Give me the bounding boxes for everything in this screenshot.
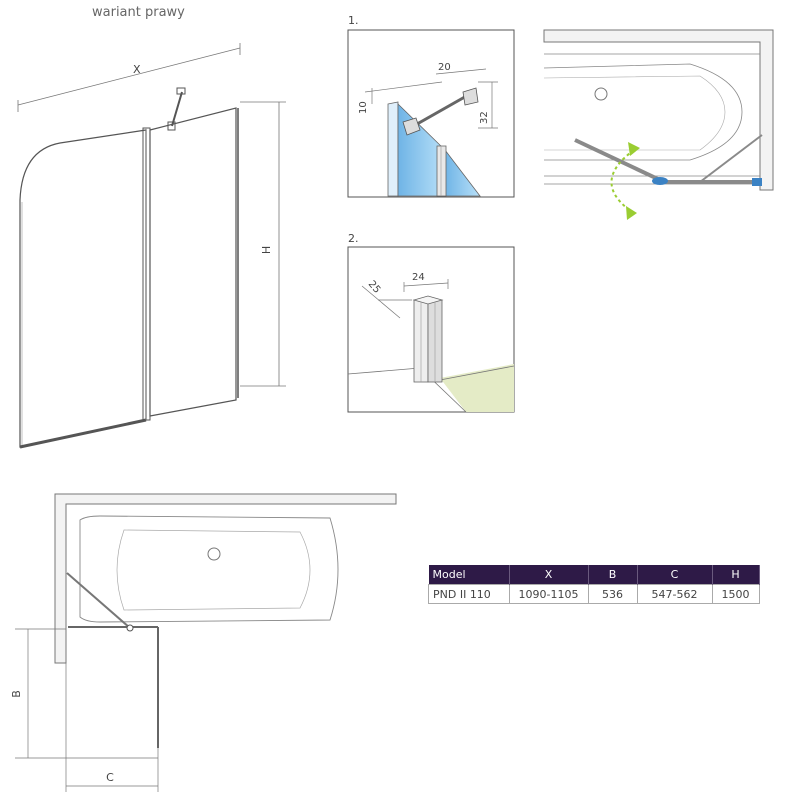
swing-arrow xyxy=(610,149,635,213)
header-x: X xyxy=(509,565,589,585)
detail2-number: 2. xyxy=(348,232,359,245)
detail2-view xyxy=(347,246,515,413)
swing-glass-panel xyxy=(149,107,237,417)
fixed-glass-panel xyxy=(19,129,147,448)
dim-b-label: B xyxy=(10,690,23,698)
hinge-marker xyxy=(652,177,668,185)
cell-c: 547-562 xyxy=(636,584,713,604)
detail1-dim-32: 32 xyxy=(479,111,490,124)
cell-model: PND II 110 xyxy=(428,584,510,604)
detail2-dim-24: 24 xyxy=(412,272,425,283)
variant-caption: wariant prawy xyxy=(92,5,185,20)
dim-h-label: H xyxy=(260,246,273,254)
wall-brace xyxy=(171,91,183,127)
detail1-number: 1. xyxy=(348,14,359,27)
dim-c-label: C xyxy=(106,771,114,784)
wall-hinge-marker xyxy=(752,178,762,186)
spec-table-header-row: Model X B C H xyxy=(428,565,760,585)
detail1-dim-10: 10 xyxy=(358,101,369,114)
table-row: PND II 110 1090-1105 536 547-562 1500 xyxy=(428,584,760,604)
detail1-dim-20: 20 xyxy=(438,62,451,73)
cell-h: 1500 xyxy=(711,584,760,604)
header-c: C xyxy=(637,565,713,585)
dim-x-label: X xyxy=(133,63,141,76)
bottom-plan-view xyxy=(15,493,397,792)
header-h: H xyxy=(712,565,760,585)
header-model: Model xyxy=(428,565,510,585)
spec-table: Model X B C H PND II 110 1090-1105 536 5… xyxy=(428,565,760,604)
swing-plan-view xyxy=(543,29,774,220)
cell-x: 1090-1105 xyxy=(508,584,589,604)
header-b: B xyxy=(588,565,638,585)
elevation-view xyxy=(17,43,286,449)
detail1-view xyxy=(347,29,515,198)
cell-b: 536 xyxy=(587,584,638,604)
